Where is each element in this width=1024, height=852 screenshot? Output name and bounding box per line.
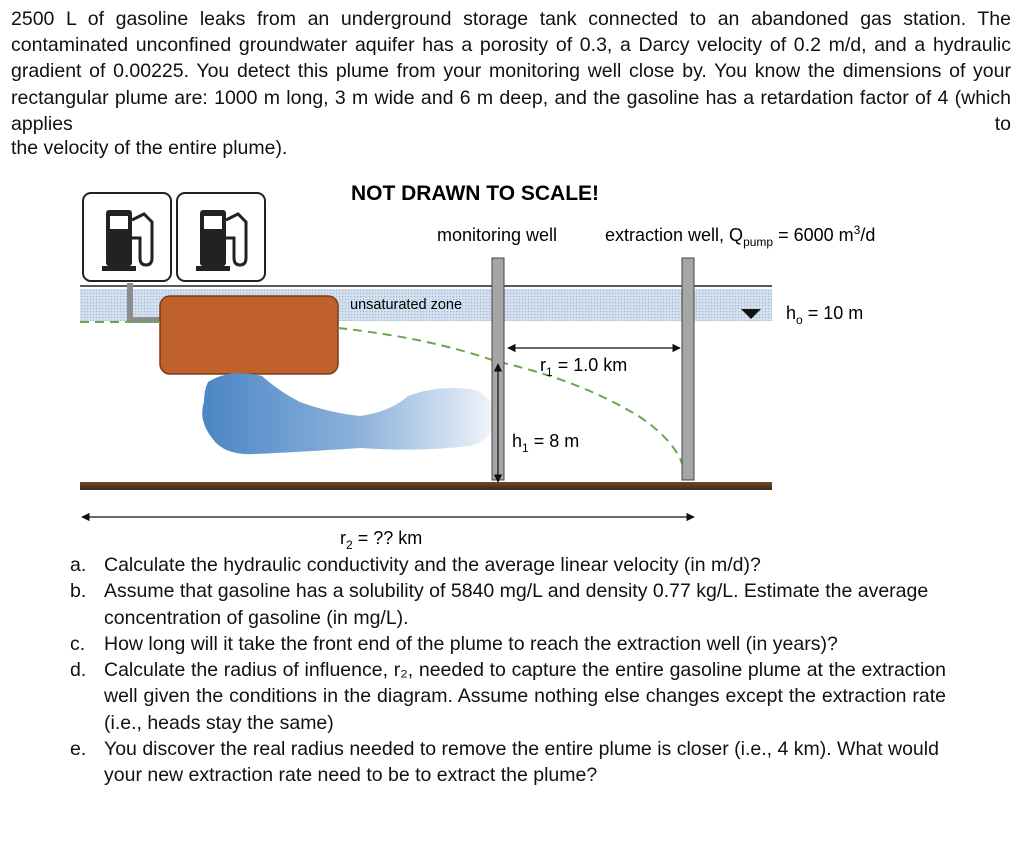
tank-pipe	[127, 283, 162, 323]
monitoring-well-label: monitoring well	[437, 225, 557, 245]
storage-tank	[159, 295, 339, 375]
water-table-line	[80, 321, 685, 471]
diagram-title: NOT DRAWN TO SCALE!	[351, 182, 599, 205]
problem-statement: 2500 L of gasoline leaks from an undergr…	[11, 8, 1011, 135]
fuel-pump-icon	[176, 192, 266, 282]
unsaturated-zone-label: unsaturated zone	[350, 297, 462, 313]
question-b: b.Assume that gasoline has a solubility …	[70, 580, 929, 629]
h1-label: h1 = 8 m	[512, 431, 579, 455]
bedrock-layer	[80, 482, 772, 490]
aquifer-diagram: NOT DRAWN TO SCALE! monitoring well extr…	[80, 182, 875, 550]
question-c: c.How long will it take the front end of…	[70, 632, 838, 655]
extraction-well	[681, 257, 695, 481]
question-e: e.You discover the real radius needed to…	[70, 738, 939, 787]
question-a: a.Calculate the hydraulic conductivity a…	[70, 554, 761, 576]
r1-label: r1 = 1.0 km	[540, 355, 627, 379]
question-list: a.Calculate the hydraulic conductivity a…	[0, 552, 1024, 789]
r2-label: r2 = ?? km	[340, 528, 422, 550]
question-d: d.Calculate the radius of influence, r₂,…	[70, 659, 946, 734]
fuel-pump-icon	[82, 192, 172, 282]
problem-statement-end: the velocity of the entire plume).	[11, 137, 288, 159]
h0-label: ho = 10 m	[786, 303, 863, 327]
extraction-well-label: extraction well, Qpump = 6000 m3/d	[605, 223, 875, 249]
contaminant-plume	[202, 373, 497, 455]
water-table-symbol	[741, 309, 761, 319]
